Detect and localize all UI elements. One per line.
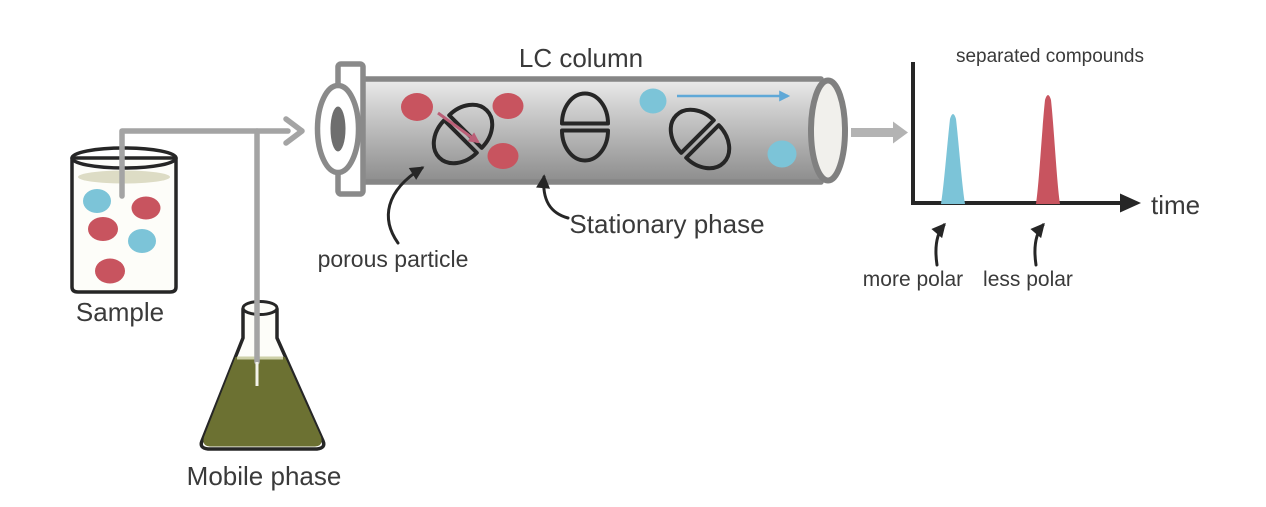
peak-more-polar [941, 114, 965, 204]
peak-less-polar [1036, 95, 1060, 204]
time-axis-arrowhead-icon [1120, 193, 1141, 213]
analyte-dot-red [487, 143, 519, 169]
flask-liquid [203, 357, 322, 447]
sample-dot [128, 229, 156, 253]
column-outlet-cap [808, 77, 848, 184]
analyte-dot-blue [767, 140, 797, 168]
sample-dot [88, 217, 118, 241]
more-polar-label: more polar [863, 268, 963, 291]
less-polar-label: less polar [983, 268, 1073, 291]
less-polar-arrow [1030, 222, 1045, 267]
more-polar-arrow [931, 222, 946, 267]
tube-sample-to-column [119, 128, 291, 199]
porous-particle-shape [668, 107, 732, 171]
sample-dot [83, 189, 111, 213]
porous-particle-shape [431, 102, 495, 166]
porous-particle-arrow [386, 166, 425, 245]
lc-column: LC column porous p [314, 43, 848, 272]
stationary-phase-arrow [536, 174, 570, 220]
flask-rim [241, 300, 279, 316]
sample-dot [131, 196, 161, 220]
porous-particle-shape [560, 91, 610, 163]
tube-arrowhead-icon [283, 116, 305, 146]
partition-arrow-icon [437, 111, 480, 144]
outlet-arrow-icon [851, 121, 908, 144]
mobile-phase-label: Mobile phase [187, 461, 342, 491]
analyte-dot-red [401, 93, 433, 121]
mobile-phase-flask: Mobile phase [187, 300, 342, 491]
time-axis-label: time [1151, 190, 1200, 220]
stationary-phase-label: Stationary phase [569, 209, 764, 239]
tubing [119, 116, 305, 386]
sample-label: Sample [76, 297, 164, 327]
analyte-dot-red [492, 93, 524, 119]
porous-particle-label: porous particle [318, 246, 469, 272]
chromatogram: separated compounds time more polar less… [863, 46, 1200, 291]
chromatogram-title: separated compounds [956, 46, 1144, 67]
lc-column-label: LC column [519, 43, 643, 73]
column-inlet-bore [330, 106, 346, 152]
sample-dot [95, 258, 125, 284]
analyte-dot-blue [639, 88, 667, 114]
